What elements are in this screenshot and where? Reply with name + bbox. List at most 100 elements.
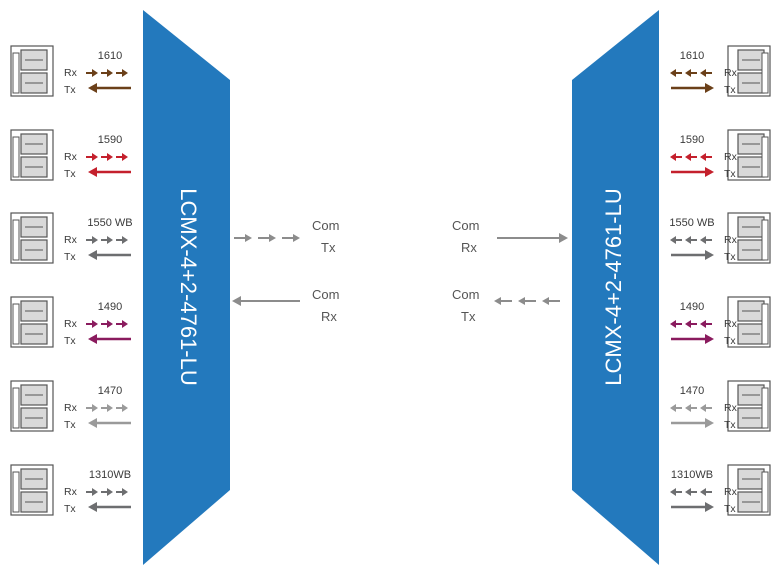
tx-solid-arrow [671, 83, 714, 93]
tx-solid-arrow [88, 418, 131, 428]
channel-wavelength-label: 1590 [680, 134, 704, 146]
com-right-rx-line2: Rx [461, 240, 477, 255]
channel-wavelength-label: 1590 [98, 134, 122, 146]
rx-dashed-arrow [670, 320, 712, 328]
lc-duplex-connector-icon-left-1 [10, 129, 54, 181]
com-right-tx-head-2 [518, 297, 525, 305]
lc-duplex-connector-icon-left-5 [10, 464, 54, 516]
rx-label: Rx [64, 234, 78, 246]
rx-label: Rx [724, 486, 738, 498]
com-left-tx-head-1 [245, 234, 252, 242]
tx-arrow-head [88, 334, 97, 344]
rx-arrow-head [92, 236, 98, 244]
com-right-rx-arrow-head [559, 233, 568, 243]
tx-solid-arrow [671, 167, 714, 177]
tx-arrow-head [88, 167, 97, 177]
tx-label: Tx [64, 503, 76, 515]
lc-duplex-connector-icon-left-4 [10, 380, 54, 432]
connector-latch [12, 471, 20, 513]
channel-wavelength-label: 1310WB [89, 469, 131, 481]
rx-label: Rx [724, 234, 738, 246]
rx-label: Rx [724, 151, 738, 163]
com-left-tx-dashed-arrow [234, 234, 300, 242]
tx-solid-arrow [88, 167, 131, 177]
rx-dashed-arrow [670, 153, 712, 161]
com-right-tx-line1: Com [452, 287, 479, 302]
rx-arrow-head [92, 69, 98, 77]
rx-arrow-head [700, 488, 706, 496]
tx-solid-arrow [671, 250, 714, 260]
tx-solid-arrow [88, 334, 131, 344]
lc-duplex-connector-icon-right-3 [727, 296, 771, 348]
lc-duplex-connector-icon-right-4 [727, 380, 771, 432]
connector-latch [761, 136, 769, 178]
channel-wavelength-label: 1310WB [671, 469, 713, 481]
rx-arrow-head [92, 153, 98, 161]
rx-arrow-head [670, 69, 676, 77]
rx-label: Rx [64, 486, 78, 498]
rx-arrow-head [685, 488, 691, 496]
rx-arrow-head [122, 153, 128, 161]
mux-right-body [572, 10, 659, 565]
rx-arrow-head [670, 236, 676, 244]
rx-arrow-head [700, 153, 706, 161]
rx-arrow-head [107, 153, 113, 161]
rx-arrow-head [122, 320, 128, 328]
lc-duplex-connector-icon-right-2 [727, 212, 771, 264]
rx-arrow-head [92, 320, 98, 328]
channel-wavelength-label: 1550 WB [87, 217, 132, 229]
tx-arrow-head [705, 167, 714, 177]
tx-label: Tx [724, 251, 736, 263]
channel-wavelength-label: 1610 [680, 50, 704, 62]
lc-duplex-connector-icon-left-3 [10, 296, 54, 348]
rx-arrow-head [685, 320, 691, 328]
rx-arrow-head [670, 153, 676, 161]
com-left-rx-line2: Rx [321, 309, 337, 324]
rx-dashed-arrow [670, 488, 712, 496]
com-right-tx-line2: Tx [461, 309, 476, 324]
rx-arrow-head [685, 153, 691, 161]
tx-arrow-head [705, 250, 714, 260]
com-left-tx-head-3 [293, 234, 300, 242]
tx-solid-arrow [88, 83, 131, 93]
tx-solid-arrow [671, 418, 714, 428]
com-right-tx-head-3 [542, 297, 549, 305]
channel-wavelength-label: 1490 [680, 301, 704, 313]
rx-arrow-head [122, 236, 128, 244]
connector-latch [761, 303, 769, 345]
rx-arrow-head [107, 236, 113, 244]
connector-latch [761, 219, 769, 261]
rx-dashed-arrow [86, 69, 128, 77]
tx-label: Tx [724, 335, 736, 347]
tx-label: Tx [724, 419, 736, 431]
channel-wavelength-label: 1470 [680, 385, 704, 397]
com-left-rx: Com Rx [232, 287, 339, 324]
tx-solid-arrow [671, 502, 714, 512]
rx-label: Rx [724, 402, 738, 414]
com-left-tx-line1: Com [312, 218, 339, 233]
rx-arrow-head [92, 404, 98, 412]
channel-wavelength-label: 1610 [98, 50, 122, 62]
rx-arrow-head [700, 236, 706, 244]
com-left-tx-line2: Tx [321, 240, 336, 255]
com-right-tx: Com Tx [452, 287, 560, 324]
rx-arrow-head [107, 404, 113, 412]
mux-right: LCMX-4+2-4761-LU [572, 10, 659, 565]
rx-arrow-head [122, 488, 128, 496]
lc-duplex-connector-icon-left-0 [10, 45, 54, 97]
tx-arrow-head [705, 418, 714, 428]
tx-arrow-head [88, 502, 97, 512]
tx-label: Tx [64, 335, 76, 347]
com-left-rx-line1: Com [312, 287, 339, 302]
rx-label: Rx [64, 402, 78, 414]
